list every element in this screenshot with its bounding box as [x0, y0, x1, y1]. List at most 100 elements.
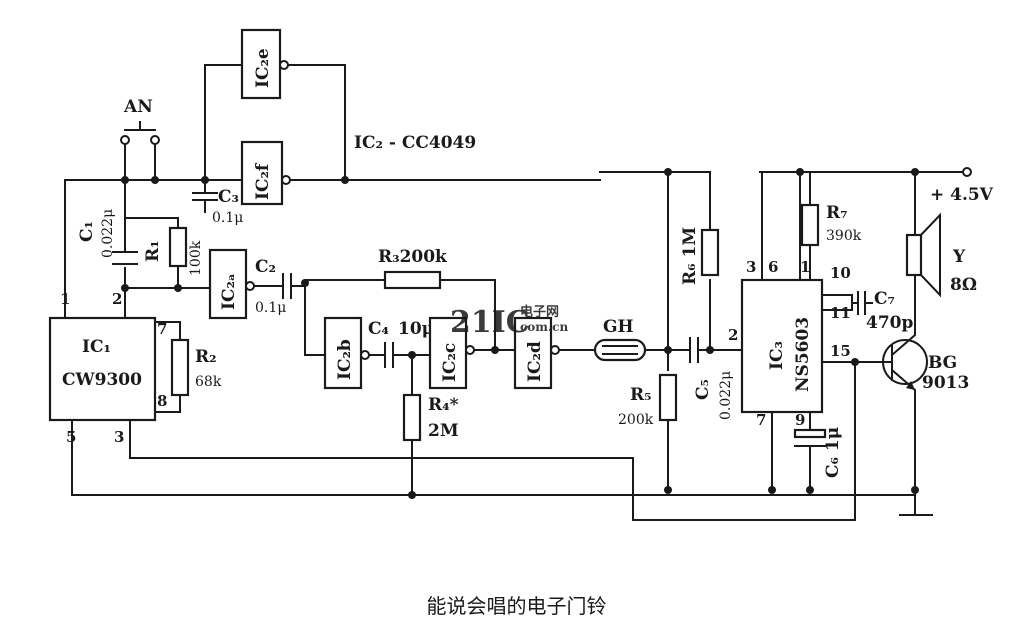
- r1-value: 100k: [188, 240, 204, 276]
- switch-an: AN: [120, 97, 160, 145]
- transistor-icon: BG 9013: [882, 329, 969, 396]
- pin-number: 2: [112, 290, 122, 308]
- pin-number: 7: [756, 411, 766, 429]
- ic2e-label: IC₂e: [253, 48, 273, 88]
- gate-ic2f: IC₂f: [240, 140, 291, 206]
- ic2b-label: IC₂b: [335, 339, 355, 380]
- ic1-cw9300: IC₁ CW9300: [48, 316, 157, 422]
- c4-label: C₄: [368, 319, 389, 339]
- r5-label: R₅: [630, 385, 652, 405]
- pin-number: 15: [830, 342, 851, 360]
- pin-number: 3: [114, 428, 124, 446]
- speaker-label: Y: [952, 247, 966, 267]
- resistor-r2: R₂ 68k: [170, 338, 222, 397]
- resistor-r6: R₆ 1M: [680, 227, 720, 285]
- speaker-icon: Y 8Ω: [905, 212, 977, 298]
- pin-number: 9: [795, 411, 805, 429]
- junction-dot: [491, 346, 499, 354]
- watermark-brand: 21IC: [450, 305, 530, 340]
- resistor-r7: R₇ 390k: [800, 203, 862, 247]
- junction-dot: [768, 486, 776, 494]
- junction-dot: [706, 346, 714, 354]
- capacitor-c2: C₂ 0.1μ: [255, 257, 292, 316]
- junction-dot: [121, 176, 129, 184]
- ic1-name: IC₁: [82, 337, 111, 357]
- junction-dot: [408, 491, 416, 499]
- pin-number: 1: [60, 290, 70, 308]
- junction-dot: [341, 176, 349, 184]
- r3-label: R₃200k: [378, 247, 448, 267]
- capacitor-c3: C₃ 0.1μ: [192, 187, 243, 226]
- c1-value: 0.022μ: [100, 209, 116, 258]
- r7-label: R₇: [826, 203, 848, 223]
- junction-dot: [151, 176, 159, 184]
- pin-number: 11: [830, 304, 851, 322]
- c3-label: C₃: [218, 187, 239, 207]
- capacitor-c4: C₄ 10μ: [368, 319, 434, 368]
- gate-ic2e: IC₂e: [240, 28, 289, 100]
- pin-number: 7: [157, 320, 167, 338]
- power-terminal: + 4.5V: [930, 167, 994, 205]
- r2-label: R₂: [195, 347, 217, 367]
- junction-dot: [121, 284, 129, 292]
- ic2-type-label: IC₂ - CC4049: [354, 133, 476, 153]
- c2-label: C₂: [255, 257, 276, 277]
- r4-value: 2M: [428, 421, 459, 441]
- gh-label: GH: [603, 317, 634, 337]
- wires: [64, 64, 966, 521]
- junction-dot: [664, 346, 672, 354]
- watermark-logo: 21IC 电子网 com.cn: [450, 304, 568, 340]
- r7-value: 390k: [826, 228, 862, 244]
- gate-ic2a: IC₂ₐ: [208, 248, 255, 320]
- c4-value: 10μ: [398, 319, 434, 339]
- gate-ic2c: IC₂c: [428, 316, 475, 390]
- ic3-part: NS5603: [793, 317, 813, 392]
- transistor-value: 9013: [922, 373, 969, 393]
- junction-dot: [301, 279, 309, 287]
- c5-value: 0.022μ: [718, 371, 734, 420]
- switch-label: AN: [123, 97, 153, 117]
- pin-number: 10: [830, 264, 851, 282]
- c3-value: 0.1μ: [212, 210, 243, 226]
- pin-number: 5: [66, 428, 76, 446]
- resistor-r4: R₄* 2M: [402, 393, 459, 442]
- junction-dot: [851, 358, 859, 366]
- pin-number: 1: [800, 258, 810, 276]
- c6-label: C₆ 1μ: [823, 427, 843, 478]
- r4-label: R₄*: [428, 395, 459, 415]
- junction-dot: [664, 486, 672, 494]
- diagram-caption: 能说会唱的电子门铃: [426, 594, 607, 618]
- r5-value: 200k: [618, 412, 654, 428]
- junction-dot: [664, 168, 672, 176]
- pin-number: 3: [746, 258, 756, 276]
- watermark-cn: 电子网: [520, 304, 559, 320]
- junction-dot: [911, 168, 919, 176]
- pin-number: 6: [768, 258, 778, 276]
- r6-label: R₆ 1M: [680, 227, 700, 285]
- c7-label: C₇: [874, 289, 895, 309]
- c5-label: C₅: [693, 379, 713, 400]
- ic3-ns5603: IC₃ NS5603: [740, 278, 824, 414]
- ic1-part: CW9300: [62, 370, 142, 390]
- capacitor-c5: C₅ 0.022μ: [689, 337, 734, 420]
- r1-label: R₁: [143, 240, 163, 262]
- ic2f-label: IC₂f: [253, 162, 273, 200]
- pin-number: 2: [728, 326, 738, 344]
- c7-value: 470p: [866, 313, 913, 333]
- resistor-r5: R₅ 200k: [618, 373, 678, 428]
- ic2a-label: IC₂ₐ: [219, 273, 239, 310]
- pin-number: 8: [157, 392, 167, 410]
- junction-dot: [796, 168, 804, 176]
- resistor-r3: R₃200k: [378, 247, 448, 290]
- ic2c-label: IC₂c: [440, 343, 460, 382]
- c2-value: 0.1μ: [255, 300, 286, 316]
- junctions: [121, 168, 919, 499]
- gate-ic2b: IC₂b: [323, 316, 370, 390]
- power-label: + 4.5V: [930, 185, 994, 205]
- capacitor-c1: C₁ 0.022μ: [77, 209, 138, 265]
- speaker-value: 8Ω: [950, 275, 977, 295]
- junction-dot: [911, 486, 919, 494]
- junction-dot: [408, 351, 416, 359]
- junction-dot: [201, 176, 209, 184]
